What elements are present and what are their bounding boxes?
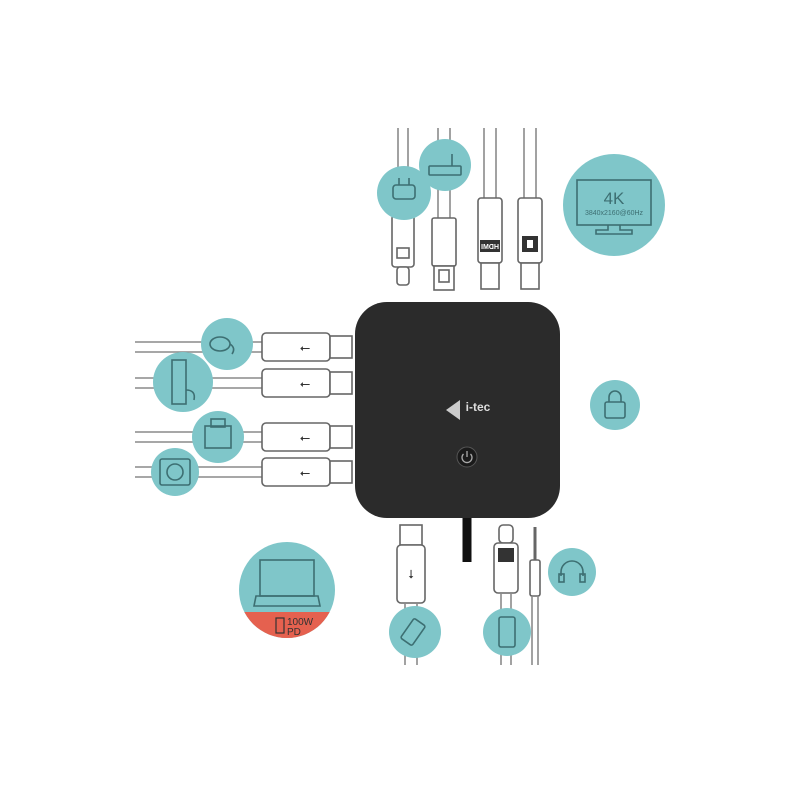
power-button[interactable] (456, 446, 478, 468)
hdmi-label: HDMI (481, 244, 499, 251)
laptop-power: 100W (287, 617, 314, 628)
hard-drive-icon (151, 448, 199, 496)
headset-icon (548, 548, 596, 596)
svg-text:⭠: ⭠ (300, 376, 310, 391)
svg-text:⭠: ⭠ (300, 430, 310, 445)
flash-drive-icon (389, 606, 441, 658)
mouse-icon (201, 318, 253, 370)
ethernet-connector (431, 217, 457, 291)
svg-text:⭣: ⭣ (408, 567, 414, 581)
svg-text:⭠: ⭠ (300, 465, 310, 480)
router-icon (419, 139, 471, 191)
smartphone-icon (483, 608, 531, 656)
monitor-4k-icon: 4K 3840x2160@60Hz (563, 154, 665, 256)
power-connector (391, 214, 415, 286)
docking-station: i-tec (355, 302, 560, 562)
brand-logo-mark (446, 400, 460, 420)
displayport-connector (517, 197, 543, 290)
kensington-lock-icon (590, 380, 640, 430)
monitor-detail: 3840x2160@60Hz (585, 210, 644, 217)
audio-jack-plug (529, 527, 541, 665)
usb-a-plug-4: ⭠ (135, 457, 353, 487)
monitor-resolution: 4K (604, 189, 625, 208)
laptop-power-delivery-icon: 100W PD (239, 542, 335, 638)
printer-icon (192, 411, 244, 463)
usb-a-plug-3: ⭠ (135, 422, 353, 452)
keyboard-icon (153, 352, 213, 412)
svg-text:⭠: ⭠ (300, 340, 310, 355)
laptop-pd: PD (287, 627, 301, 638)
left-usb-cables: ⭠ ⭠ ⭠ ⭠ (135, 332, 353, 487)
hdmi-connector: HDMI (477, 197, 503, 290)
power-adapter-icon (377, 166, 431, 220)
brand-logo: i-tec (466, 400, 491, 414)
